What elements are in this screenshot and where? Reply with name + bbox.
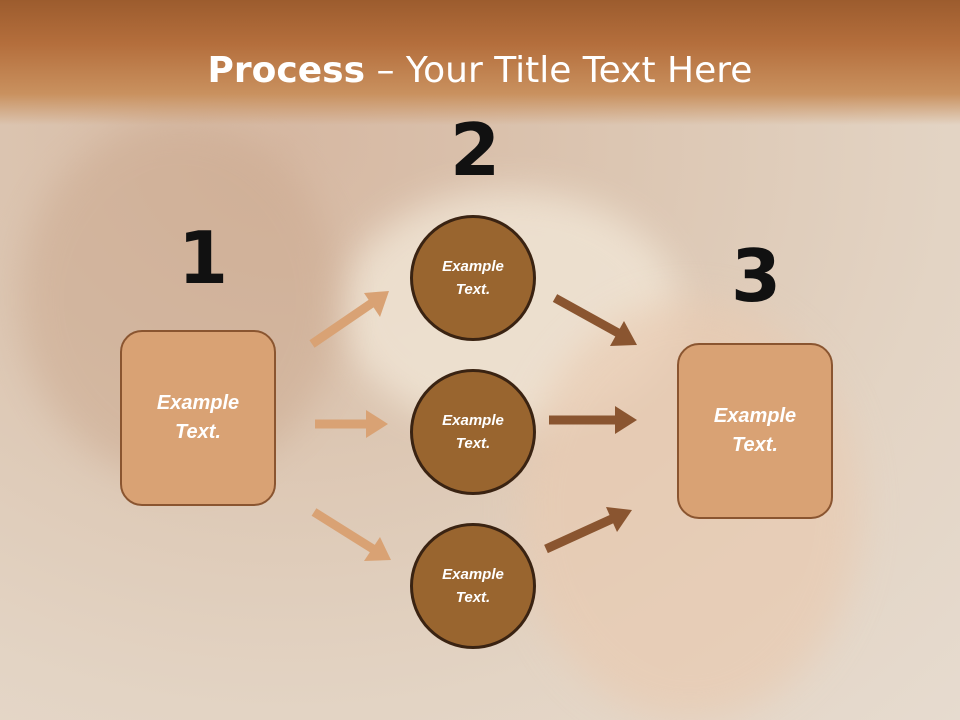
arrow-circle1-to-box3 <box>552 294 637 346</box>
header-band <box>0 0 960 125</box>
label-line: Example <box>442 412 504 429</box>
step-number-2: 2 <box>450 108 501 192</box>
label-line: Example <box>156 392 240 414</box>
step-number-1: 1 <box>178 216 229 300</box>
arrow-circle3-to-box3 <box>544 507 632 554</box>
label-line: Text. <box>455 435 491 452</box>
arrow-box1-to-circle1 <box>309 291 389 348</box>
label-line: Text. <box>455 281 491 298</box>
arrow-circle2-to-box3 <box>549 406 637 434</box>
title-bold: Process <box>207 50 366 91</box>
label-line: Text. <box>175 421 221 443</box>
page-title: Process – Your Title Text Here <box>0 50 960 91</box>
title-rest: – Your Title Text Here <box>365 50 753 91</box>
label-line: Example <box>442 566 504 583</box>
label-line: Text. <box>455 589 491 606</box>
label-line: Example <box>442 258 504 275</box>
label-line: Text. <box>732 434 778 456</box>
step-number-3: 3 <box>731 234 782 318</box>
label-line: Example <box>713 405 797 427</box>
arrow-box1-to-circle2 <box>315 410 388 438</box>
arrow-box1-to-circle3 <box>311 508 391 561</box>
